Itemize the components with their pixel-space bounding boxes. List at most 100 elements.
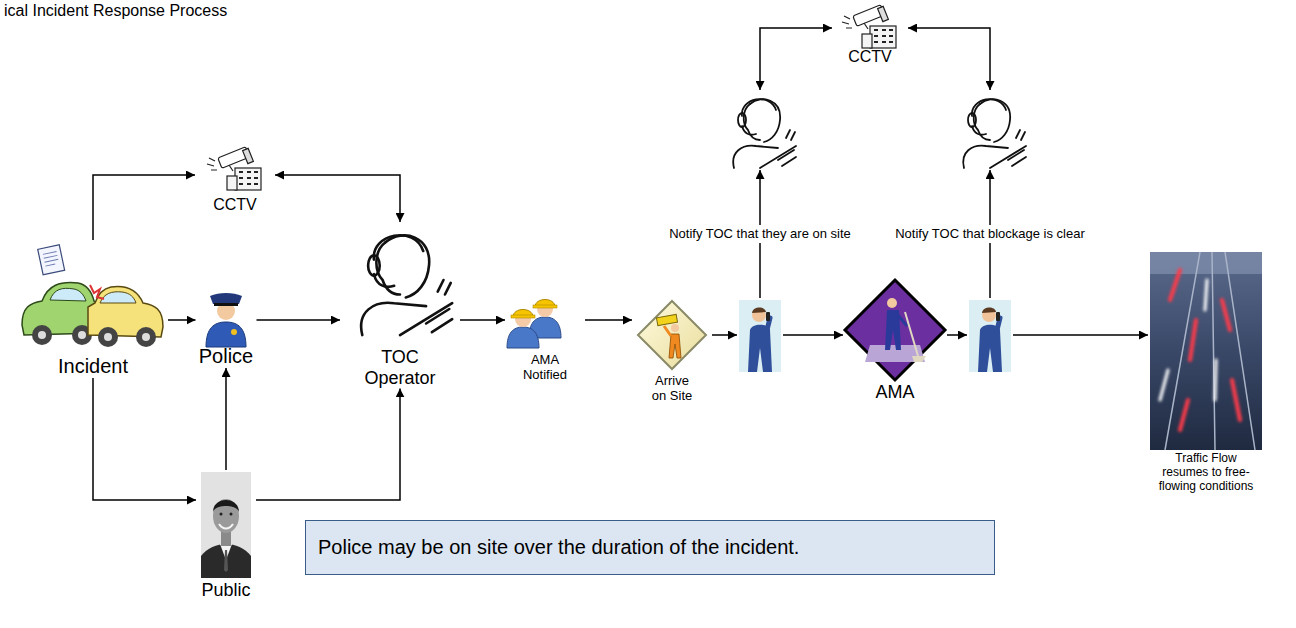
crash-icon xyxy=(98,327,118,347)
connector-arrow xyxy=(1013,334,1148,336)
connector-arrow xyxy=(760,28,832,90)
note-box: Police may be on site over the duration … xyxy=(305,520,995,575)
crash-icon xyxy=(78,331,86,339)
connector-arrow xyxy=(168,319,196,321)
crash-icon xyxy=(43,251,59,266)
icon-node: CCTV xyxy=(195,150,275,214)
public-photo xyxy=(224,550,228,572)
note-text: Police may be on site over the duration … xyxy=(318,536,799,559)
icon-node xyxy=(720,90,800,170)
worker-phone-icon xyxy=(969,300,1011,372)
public-photo xyxy=(201,472,251,578)
icon-node xyxy=(832,6,908,48)
operator-icon xyxy=(963,99,1026,168)
icon-node xyxy=(196,470,256,580)
icon-node xyxy=(967,298,1013,374)
connector-arrow xyxy=(460,319,505,321)
icon-node xyxy=(505,293,585,353)
icon-node xyxy=(950,90,1030,170)
icon-node: AMA Notified xyxy=(505,293,585,383)
icon-node xyxy=(737,298,783,374)
node-label: Traffic Flow resumes to free-flowing con… xyxy=(1152,452,1260,493)
public-photo xyxy=(201,544,251,578)
connector-arrow xyxy=(947,334,967,336)
roadwork-sign xyxy=(638,301,706,369)
traffic-photo xyxy=(1150,252,1262,274)
cctv-icon xyxy=(207,147,261,190)
worker-phone-icon xyxy=(739,300,781,372)
edge-label: Notify TOC that they are on site xyxy=(666,225,854,243)
roadwork-sign xyxy=(671,324,679,332)
traffic-photo xyxy=(1150,252,1262,450)
roadwork-sign xyxy=(656,314,677,325)
node-label: Police xyxy=(199,345,253,368)
icon-node xyxy=(18,240,168,355)
icon-node xyxy=(340,222,460,347)
node-label: Public xyxy=(201,580,250,601)
connector-arrow xyxy=(908,28,990,90)
crash-icon xyxy=(142,333,150,341)
icon-node: Arrive on Site xyxy=(632,298,712,404)
icon-node xyxy=(196,290,257,345)
ama-diamond xyxy=(887,298,897,308)
node-label: CCTV xyxy=(213,196,257,214)
ama-diamond xyxy=(845,280,945,380)
connector-arrow xyxy=(585,319,632,321)
worker-icon xyxy=(507,310,539,349)
icon-node: Public xyxy=(196,470,256,601)
node-label: AMA xyxy=(875,382,914,403)
icon-node: Traffic Flow resumes to free-flowing con… xyxy=(1148,250,1264,493)
icon-node xyxy=(843,278,947,382)
police-icon xyxy=(206,322,246,347)
connector-arrow xyxy=(256,388,400,500)
roadwork-sign xyxy=(638,301,706,369)
traffic-photo xyxy=(1165,252,1255,450)
operator-icon xyxy=(361,235,452,335)
icon-node: AMA xyxy=(843,278,947,403)
crash-icon xyxy=(32,325,52,345)
edge-label: Notify TOC that blockage is clear xyxy=(892,225,1088,243)
connector-arrow xyxy=(257,319,341,321)
roadwork-sign xyxy=(664,326,671,336)
public-photo xyxy=(201,472,251,578)
crash-icon xyxy=(22,245,163,347)
crash-icon xyxy=(38,245,65,275)
public-photo xyxy=(213,500,239,512)
crash-icon xyxy=(38,245,65,275)
connector-arrow xyxy=(93,175,195,240)
crash-icon xyxy=(90,285,104,299)
icon-node: TOC Operator xyxy=(340,222,460,388)
icon-node: CCTV xyxy=(832,6,908,66)
traffic-photo xyxy=(1150,252,1262,450)
icon-node xyxy=(195,150,275,196)
diagram-title: ical Incident Response Process xyxy=(4,2,227,20)
traffic-photo xyxy=(1160,280,1216,400)
public-photo xyxy=(219,524,233,529)
public-photo xyxy=(230,513,233,516)
operator-icon xyxy=(733,99,796,168)
police-icon xyxy=(231,329,237,335)
icon-node xyxy=(1148,250,1264,452)
police-icon xyxy=(210,293,242,304)
ama-diamond xyxy=(905,312,918,356)
icon-node xyxy=(967,298,1013,374)
node-label: Arrive on Site xyxy=(648,374,696,404)
node-label: TOC Operator xyxy=(355,347,445,388)
crash-icon xyxy=(136,327,156,347)
crash-icon xyxy=(38,331,46,339)
public-photo xyxy=(213,499,239,533)
connector-arrow xyxy=(93,378,196,500)
icon-node: Police xyxy=(196,290,257,368)
ama-diamond xyxy=(912,356,926,362)
connector-arrow xyxy=(783,334,843,336)
crash-icon xyxy=(50,288,86,301)
node-label: Incident xyxy=(58,355,128,378)
icon-node xyxy=(632,298,712,374)
cctv-icon xyxy=(842,5,896,48)
node-label: CCTV xyxy=(848,48,892,66)
police-icon xyxy=(214,303,238,306)
crash-icon xyxy=(104,333,112,341)
roadwork-sign xyxy=(669,334,681,358)
icon-node: Incident xyxy=(18,240,168,378)
